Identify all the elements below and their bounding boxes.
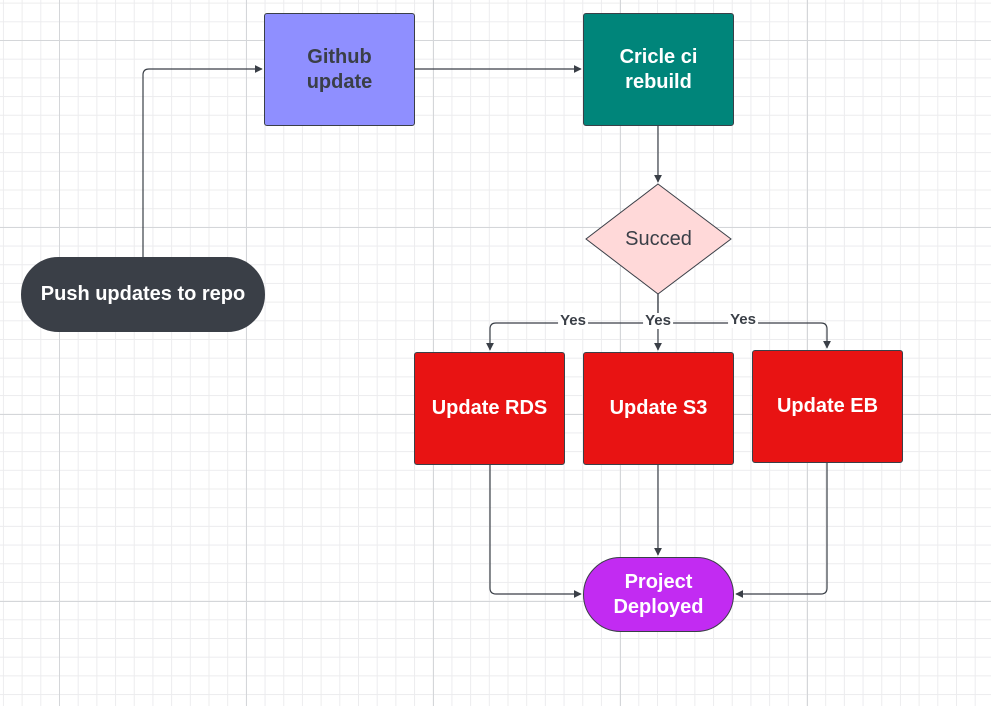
node-update-s3[interactable]: Update S3: [583, 352, 734, 465]
node-push-updates-to-repo[interactable]: Push updates to repo: [21, 257, 265, 332]
edge-eb-to-deployed: [735, 463, 828, 598]
node-github-label: Github update: [306, 45, 373, 93]
edge-label-yes-eb: Yes: [728, 311, 758, 328]
node-github-update[interactable]: Github update: [264, 13, 415, 126]
decision-succed-label: Succed: [625, 227, 692, 250]
node-circle-ci-rebuild[interactable]: Cricle ci rebuild: [583, 13, 734, 126]
node-update-rds[interactable]: Update RDS: [414, 352, 565, 465]
node-project-deployed[interactable]: Project Deployed: [583, 557, 734, 632]
edge-label-yes-s3: Yes: [643, 312, 673, 329]
edge-rds-to-deployed: [489, 465, 582, 598]
edge-push-to-github: [142, 65, 263, 257]
node-push-label: Push updates to repo: [40, 283, 246, 305]
node-circle-label: Cricle ci rebuild: [619, 45, 698, 93]
node-eb-label: Update EB: [776, 395, 879, 417]
node-s3-label: Update S3: [609, 397, 708, 419]
node-deployed-label: Project Deployed: [613, 570, 704, 618]
edge-label-yes-rds: Yes: [558, 312, 588, 329]
node-update-eb[interactable]: Update EB: [752, 350, 903, 463]
edge-succed-to-eb: [658, 322, 831, 349]
edge-succed-to-rds: [486, 294, 659, 351]
node-rds-label: Update RDS: [431, 397, 548, 419]
